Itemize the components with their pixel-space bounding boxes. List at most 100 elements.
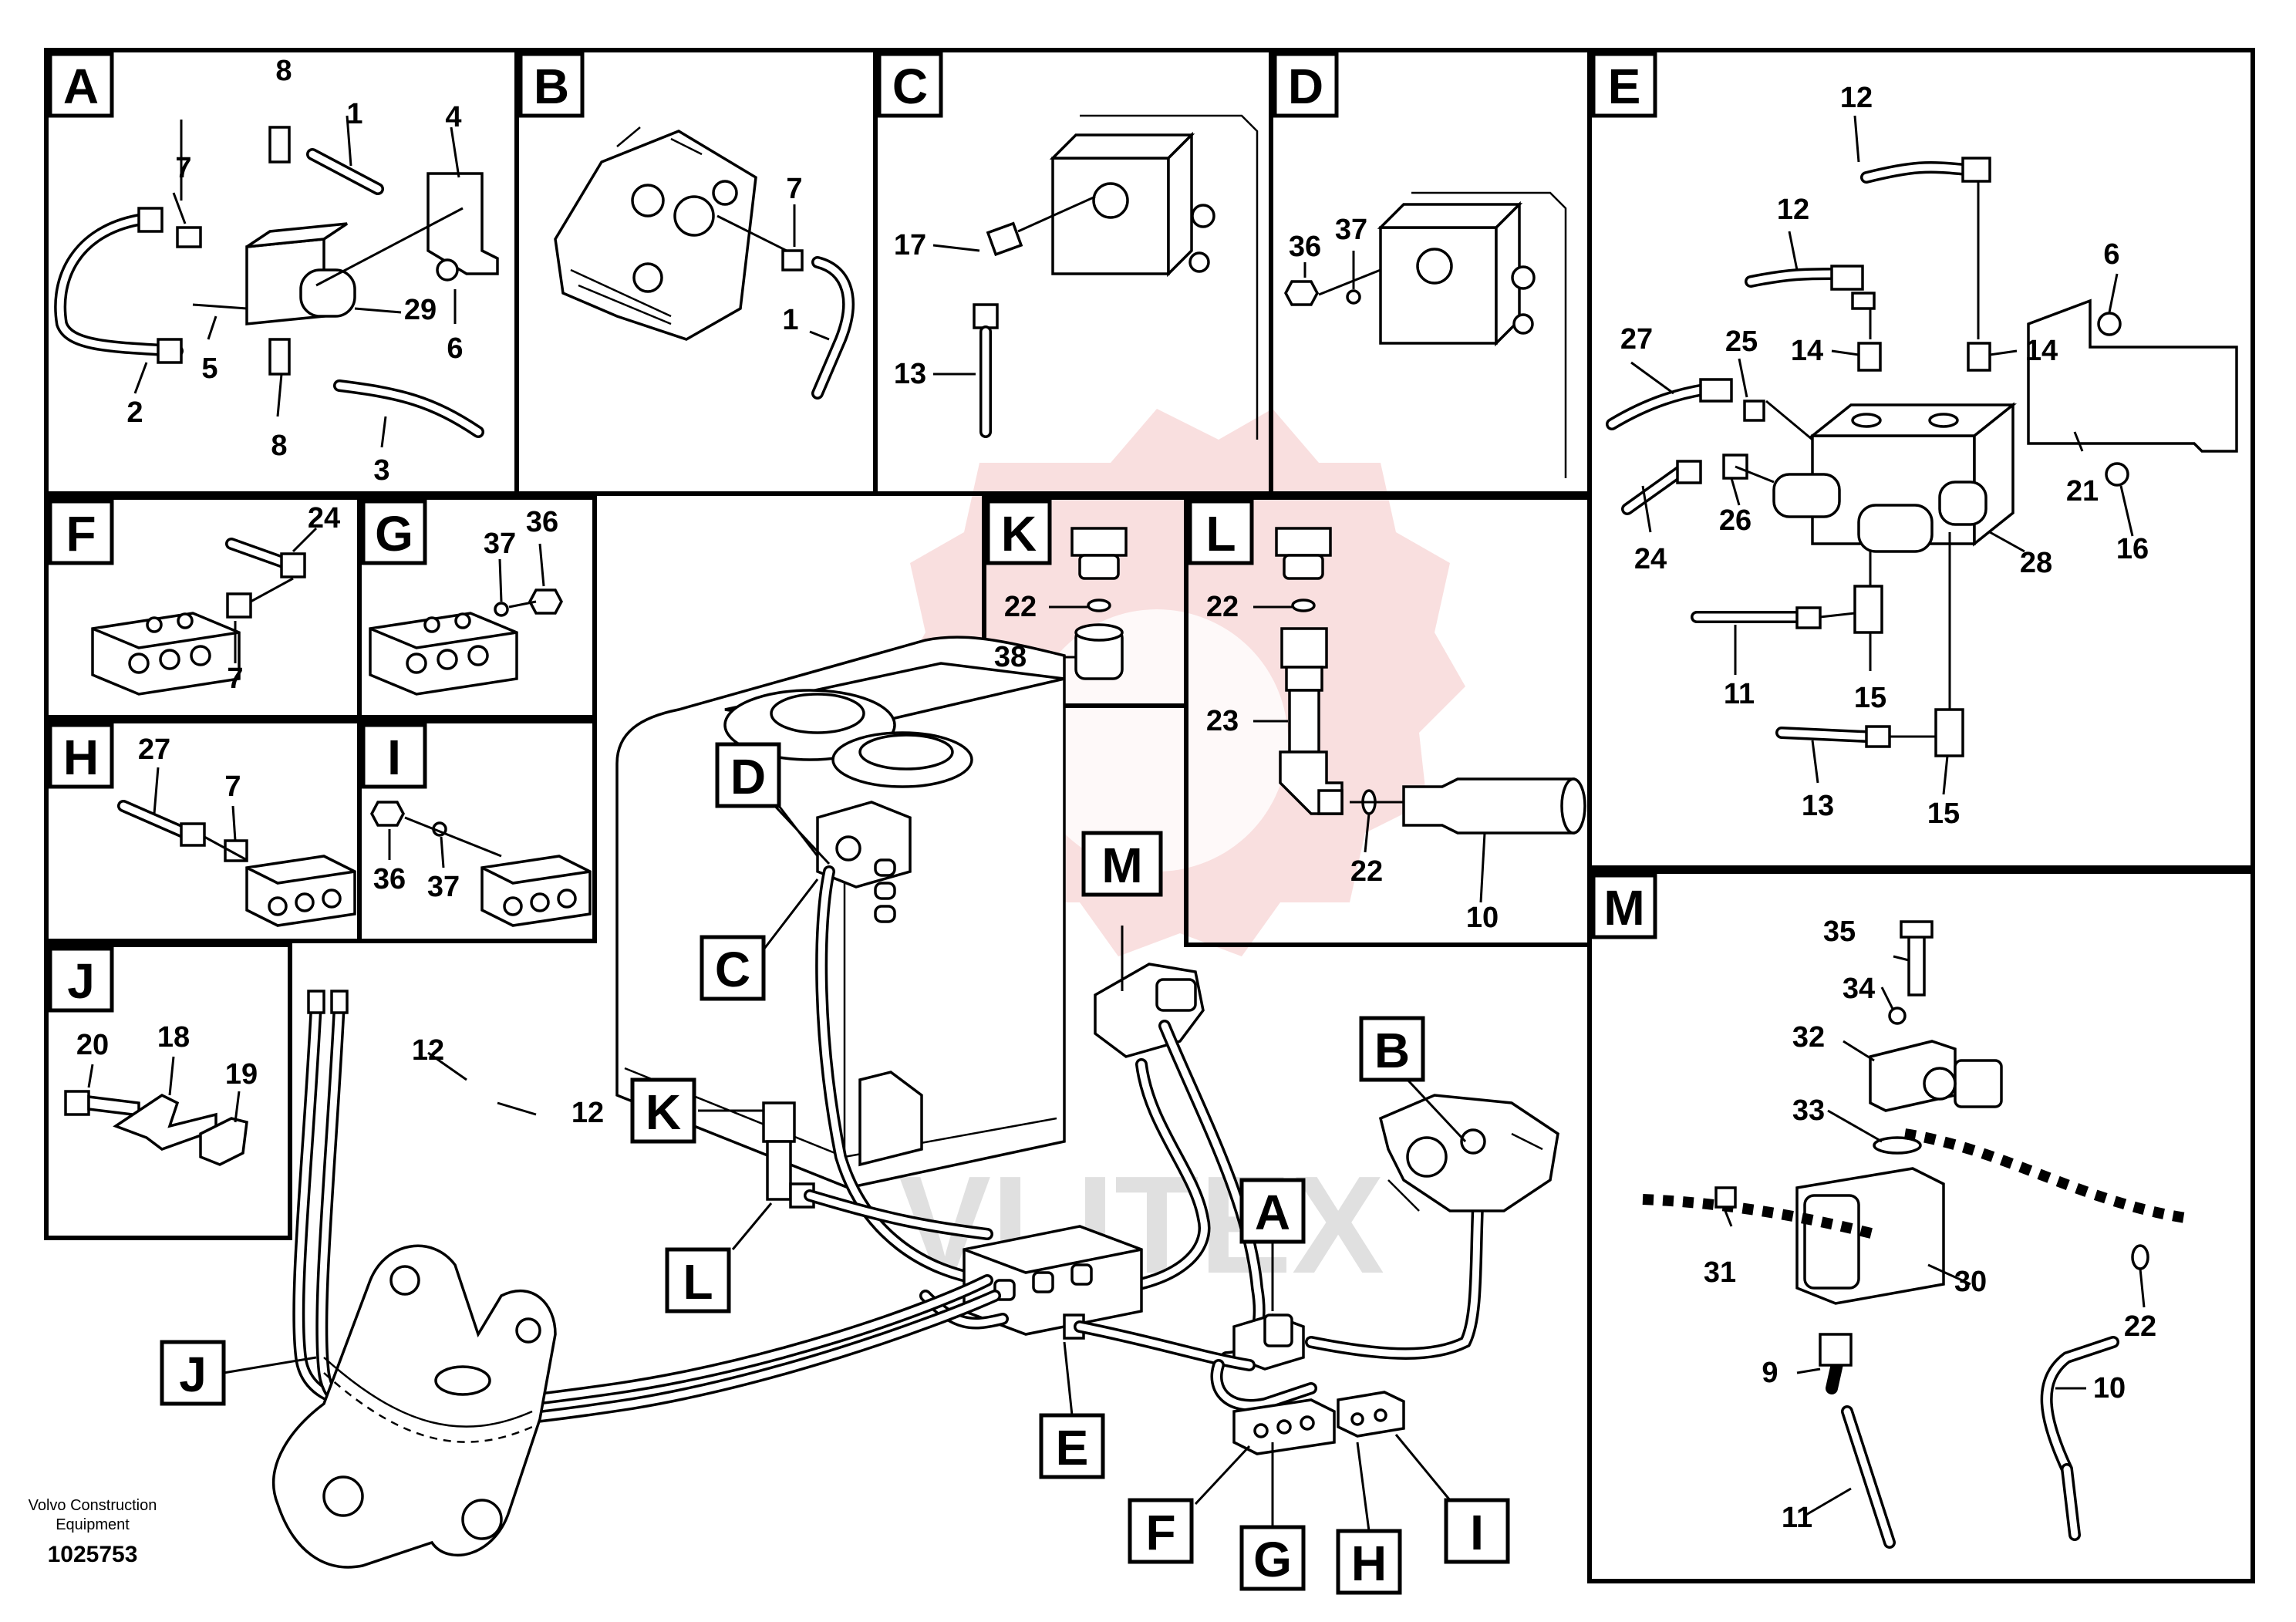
panel-letters: A B C D E F G H I J K L M [48,52,1657,1013]
part-number-label: 4 [445,101,461,133]
part-number-label: 12 [1777,194,1809,226]
part-number-label: 6 [447,332,463,365]
part-number-label: 14 [2025,335,2058,367]
part-number-label: 22 [1004,591,1037,623]
part-number-label: 27 [138,733,170,766]
part-number-label: 3 [373,454,389,487]
panel-c-letter: C [892,59,928,114]
main-labels: 12 12 [412,1034,604,1129]
main-callouts: D C M K L B A J E F G H I [160,742,1510,1595]
panel-l-labels: 22 23 22 10 [1206,591,1499,934]
callout-k-box[interactable] [630,1077,696,1144]
panel-b-letter-box [518,52,585,118]
part-number-label: 1 [346,98,362,130]
part-number-label: 13 [1802,790,1834,822]
panel-i-labels: 36 37 [373,863,460,903]
part-number-label: 10 [1466,902,1499,934]
part-number-label: 12 [412,1034,444,1067]
callout-l-box[interactable] [665,1247,731,1313]
panel-i-frame [357,719,597,943]
panel-f-letter-box [48,499,114,565]
manufacturer-line2: Equipment [56,1516,130,1533]
panel-j-frame [44,943,292,1240]
panel-g-letter: G [375,506,413,561]
callout-f-letter: F [1145,1505,1175,1560]
callout-d-box[interactable] [715,742,781,808]
part-number-label: 7 [175,152,191,184]
part-number-label: 33 [1792,1094,1825,1127]
part-number-label: 32 [1792,1021,1825,1054]
callout-a-box[interactable] [1239,1178,1306,1244]
part-number-label: 30 [1954,1266,1987,1298]
panel-f-labels: 24 7 [227,502,340,695]
panel-f-letter: F [66,506,96,561]
panel-h-drawing [117,767,356,927]
callout-c-box[interactable] [700,935,766,1001]
panel-l-letter: L [1205,506,1236,561]
part-number-label: 20 [76,1029,109,1061]
part-number-label: 35 [1823,916,1856,948]
callout-j-box[interactable] [160,1340,226,1406]
panel-l-frame [1184,495,1592,947]
panel-c-letter-box [877,52,943,118]
part-number-label: 23 [1206,705,1239,737]
panel-m-letter: M [1603,880,1644,936]
part-number-label: 18 [157,1021,190,1054]
part-number-label: 6 [2103,238,2119,271]
footer: Volvo Construction Equipment 1025753 [29,1497,157,1567]
callout-h-box[interactable] [1336,1529,1402,1595]
panel-k-labels: 22 38 [994,591,1037,673]
part-number-label: 25 [1725,325,1758,358]
panel-a-letter-box [48,52,114,118]
part-number-label: 9 [1762,1357,1778,1389]
part-number-label: 29 [404,294,437,326]
part-number-label: 5 [201,352,217,385]
callout-b-box[interactable] [1359,1016,1425,1082]
panel-k-letter: K [1001,506,1037,561]
callout-i-letter: I [1470,1505,1484,1560]
part-number-label: 15 [1854,682,1886,714]
part-number-label: 21 [2066,475,2099,508]
callout-m-box[interactable] [1081,831,1163,897]
drawing-number: 1025753 [48,1542,138,1567]
panel-f-drawing [91,527,318,696]
callout-a-letter: A [1255,1185,1290,1240]
callout-f-box[interactable] [1128,1498,1194,1564]
callout-e-box[interactable] [1039,1413,1105,1479]
part-number-label: 31 [1704,1256,1736,1289]
panel-k-letter-box [986,499,1052,565]
panel-g-labels: 37 36 [484,506,558,560]
callout-h-letter: H [1351,1536,1387,1591]
part-number-label: 7 [786,173,802,205]
panel-h-letter: H [63,730,99,785]
callout-g-box[interactable] [1239,1525,1306,1591]
part-number-label: 15 [1927,798,1960,830]
panel-b-labels: 7 1 [782,173,802,336]
part-number-label: 27 [1620,323,1653,356]
panel-l-drawing [1253,527,1586,903]
callout-m-letter: M [1101,838,1142,893]
part-number-label: 11 [1724,678,1755,710]
part-number-label: 7 [224,771,241,803]
panel-e-labels: 12 12 6 27 25 14 14 21 24 26 28 16 11 15… [1620,82,2149,830]
callout-l-letter: L [683,1254,713,1310]
part-number-label: 22 [1206,591,1239,623]
panel-k-drawing [1041,527,1128,680]
panel-m-letter-box [1591,873,1657,939]
panel-d-labels: 36 37 [1289,214,1367,263]
part-number-label: 12 [1840,82,1873,114]
panel-c-labels: 17 13 [894,229,926,390]
part-number-label: 36 [526,506,558,538]
panel-i-letter: I [387,730,401,785]
part-number-label: 36 [373,863,406,895]
callout-i-box[interactable] [1444,1498,1510,1564]
panel-a-drawing [54,115,499,448]
panel-a-letter: A [63,59,99,114]
part-number-label: 2 [126,396,143,429]
panel-m-frame [1587,869,2255,1583]
panel-d-letter-box [1273,52,1339,118]
panel-j-letter-box [48,946,114,1013]
part-number-label: 34 [1843,973,1875,1005]
callout-b-letter: B [1374,1023,1410,1078]
callout-c-letter: C [715,942,750,997]
